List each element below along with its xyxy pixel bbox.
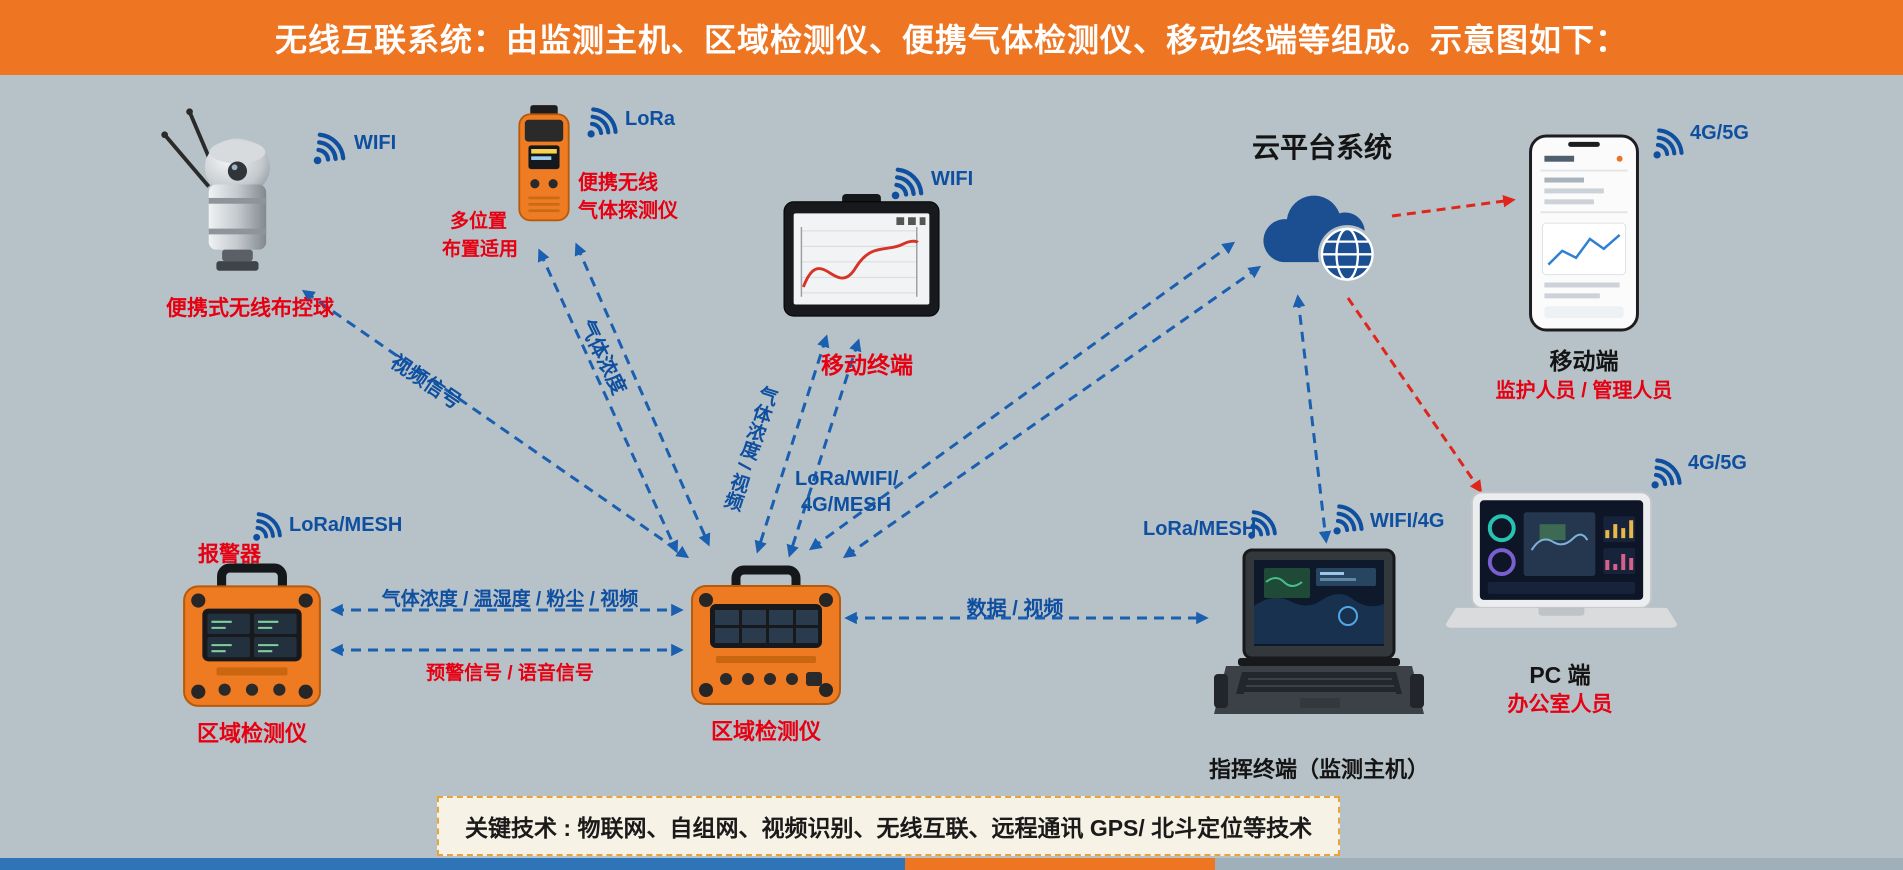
area-caption: 区域检测仪: [710, 719, 821, 744]
command-terminal-illustration: [1214, 548, 1424, 714]
gas-note-line1: 多位置: [450, 211, 508, 232]
link-cloud-to-phone: [1391, 194, 1516, 218]
pc-radio-label: 4G/5G: [1688, 452, 1747, 474]
link-cloud-to-command: [1292, 294, 1332, 544]
cloud-icon: [1263, 195, 1377, 284]
link-label-warning-bundle: 预警信号 / 语音信号: [426, 663, 594, 684]
key-technologies-text: 关键技术 : 物联网、自组网、视频识别、无线互联、远程通讯 GPS/ 北斗定位等…: [465, 815, 1313, 841]
cloud-title: 云平台系统: [1251, 132, 1392, 163]
cellular-icon: [1648, 124, 1688, 164]
alarm-tag: 报警器: [198, 543, 261, 566]
link-label-backbone-line2: 4G/MESH: [801, 494, 892, 516]
link-gas-to-area-1: [537, 248, 679, 554]
key-technologies-box: 关键技术 : 物联网、自组网、视频识别、无线互联、远程通讯 GPS/ 北斗定位等…: [437, 796, 1341, 856]
alarm-caption: 区域检测仪: [197, 721, 308, 746]
gas-radio-label: LoRa: [625, 108, 675, 130]
command-radio-right-label: WIFI/4G: [1370, 510, 1445, 532]
gas-detector-illustration: [518, 105, 570, 222]
pc-caption: PC 端: [1529, 662, 1591, 688]
bottom-strip-gray: [1215, 858, 1903, 870]
area-detector-illustration: [691, 565, 841, 705]
bottom-strip-orange: [905, 858, 1215, 870]
ball-radio-label: WIFI: [354, 132, 397, 154]
lora-mesh-icon: [248, 508, 286, 546]
phone-caption: 移动端: [1549, 348, 1619, 374]
cellular-icon: [1646, 454, 1686, 494]
link-label-sensor-bundle: 气体浓度 / 温湿度 / 粉尘 / 视频: [381, 589, 639, 610]
wifi-icon: [886, 163, 928, 205]
pc-role-caption: 办公室人员: [1507, 693, 1613, 716]
link-label-data-video: 数据 / 视频: [966, 598, 1064, 620]
ball-caption: 便携式无线布控球: [166, 297, 334, 320]
pc-laptop-illustration: [1445, 491, 1678, 628]
link-gas-to-area-2: [574, 242, 711, 547]
alarm-radio-label: LoRa/MESH: [289, 514, 403, 536]
alarm-device-illustration: [183, 563, 321, 707]
bottom-strip-blue: [0, 858, 905, 870]
wifi-icon: [308, 128, 350, 170]
ball-camera-illustration: [161, 108, 271, 271]
lora-icon: [582, 103, 622, 143]
link-ball-to-area: [301, 289, 690, 559]
gas-caption-line1: 便携无线: [578, 172, 658, 194]
phone-role-caption: 监护人员 / 管理人员: [1495, 380, 1673, 402]
page-title: 无线互联系统：由监测主机、区域检测仪、便携气体检测仪、移动终端等组成。示意图如下…: [274, 21, 1628, 58]
phone-illustration: [1529, 134, 1639, 332]
gas-note-line2: 布置适用: [442, 239, 519, 260]
link-label-backbone-line1: LoRa/WIFI/: [795, 468, 899, 490]
header-bar: 无线互联系统：由监测主机、区域检测仪、便携气体检测仪、移动终端等组成。示意图如下…: [0, 0, 1903, 75]
wifi-4g-icon: [1328, 500, 1368, 540]
tablet-caption: 移动终端: [821, 352, 913, 378]
command-caption: 指挥终端（监测主机）: [1208, 757, 1429, 782]
tablet-radio-label: WIFI: [931, 168, 974, 190]
tablet-illustration: [783, 194, 940, 317]
phone-radio-label: 4G/5G: [1690, 122, 1749, 144]
command-radio-left-label: LoRa/MESH: [1143, 518, 1257, 540]
gas-caption-line2: 气体探测仪: [578, 200, 678, 222]
link-cloud-to-pc: [1346, 297, 1483, 494]
lora-mesh-icon: [1243, 506, 1281, 544]
